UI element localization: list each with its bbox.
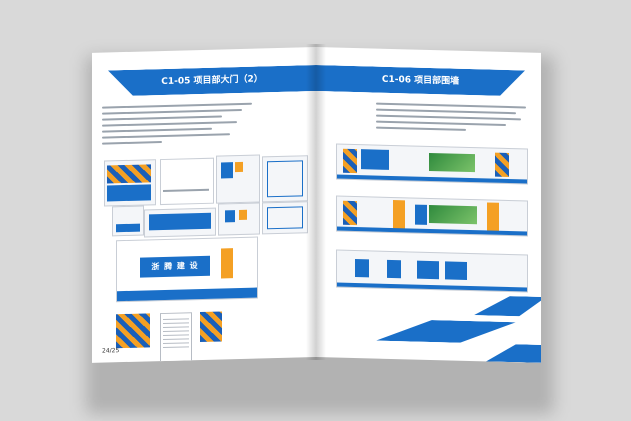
wall-elevation-3 (336, 249, 528, 293)
gate-pillar-left (216, 154, 260, 204)
gate-base-block (112, 205, 144, 237)
gate-fence-section (160, 157, 214, 206)
gate-elevation-left (104, 159, 156, 207)
stripe-swatch-large (116, 313, 150, 349)
gate-sign-board (144, 207, 216, 238)
spec-table (160, 312, 192, 363)
right-page: C1-06 项目部围墙 (316, 47, 541, 363)
gate-sign-text: 浙 腾 建 设 (140, 255, 210, 278)
page-number: 24/25 (102, 347, 120, 355)
decor-stripe-3 (486, 343, 541, 362)
gate-panel-lower (262, 201, 308, 235)
decor-stripe-2 (456, 295, 541, 317)
stripe-swatch-small (200, 311, 222, 343)
left-intro-text (102, 102, 262, 148)
left-page: C1-05 项目部大门（2） 浙 腾 建 设 (92, 47, 316, 363)
gate-guard-house (218, 202, 260, 236)
wall-elevation-2 (336, 195, 528, 237)
right-intro-text (376, 102, 526, 137)
gate-panel-right (262, 155, 308, 203)
book-spine (306, 44, 326, 360)
decor-stripe-1 (376, 319, 516, 345)
left-page-title: C1-05 项目部大门（2） (108, 65, 316, 96)
wall-elevation-1 (336, 143, 528, 185)
right-page-title: C1-06 项目部围墙 (316, 65, 525, 96)
